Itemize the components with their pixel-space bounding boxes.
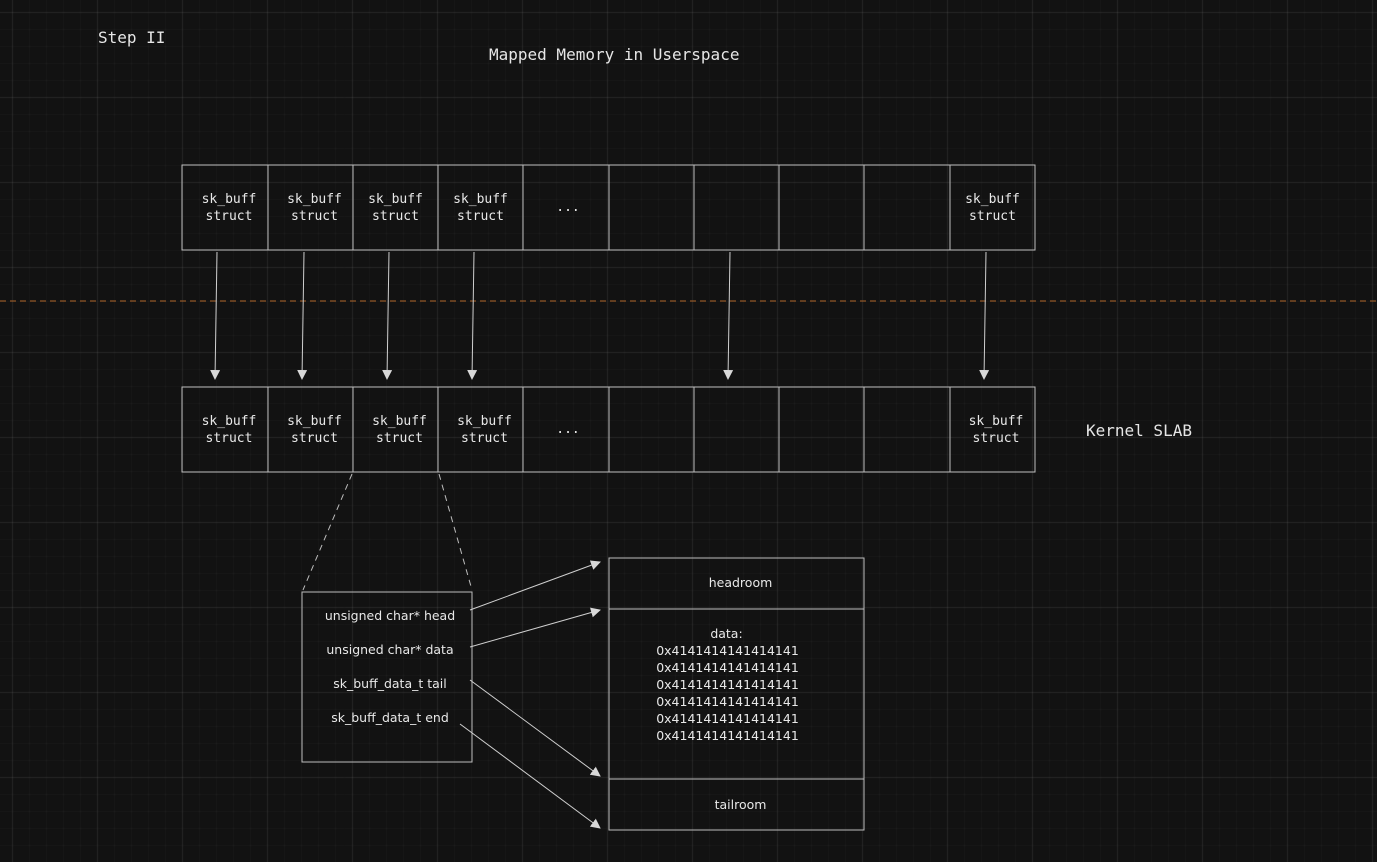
cell-text: ... <box>556 200 580 215</box>
kernel-cell-label-4: ... <box>523 387 613 472</box>
data-label: data: <box>710 626 743 641</box>
data-value: 0x4141414141414141 <box>656 660 799 675</box>
userspace-cell-label-3: sk_buff struct <box>438 165 523 250</box>
tailroom-label: tailroom <box>714 797 767 812</box>
userspace-cell-label-4: ... <box>523 165 613 250</box>
userspace-row <box>181 164 1036 251</box>
kernel-cell-label-7 <box>779 387 864 472</box>
userspace-cell-label-6 <box>694 165 779 250</box>
cell-text: sk_buff struct <box>287 413 342 446</box>
tail-pointer-arrow <box>469 679 601 777</box>
mapping-arrow <box>723 251 734 380</box>
head-pointer-arrow <box>469 560 601 611</box>
kernel-cell-label-5 <box>609 387 694 472</box>
data-value: 0x4141414141414141 <box>656 694 799 709</box>
kernel-cell-label-9: sk_buff struct <box>950 387 1042 472</box>
cell-text: sk_buff struct <box>372 413 427 446</box>
cell-text: sk_buff struct <box>965 191 1020 224</box>
kernel-cell-label-3: sk_buff struct <box>438 387 531 472</box>
userspace-cell-label-8 <box>864 165 950 250</box>
zoom-line-left <box>302 473 353 591</box>
cell-text: sk_buff struct <box>457 413 512 446</box>
mapping-arrow <box>210 251 221 380</box>
userspace-cell <box>949 164 1036 251</box>
mapping-arrow <box>467 251 478 380</box>
data-value: 0x4141414141414141 <box>656 643 799 658</box>
cell-text: sk_buff struct <box>368 191 423 224</box>
mapping-arrow <box>979 251 990 380</box>
cell-text: sk_buff struct <box>453 191 508 224</box>
cell-text: sk_buff struct <box>201 191 257 224</box>
cell-text: sk_buff struct <box>287 191 342 224</box>
kernel-cell-label-6 <box>694 387 779 472</box>
kernel-cell-label-1: sk_buff struct <box>268 387 361 472</box>
memory-block-outline <box>608 557 865 831</box>
kernel-cell-label-8 <box>864 387 950 472</box>
data-pointer-arrow <box>469 607 601 648</box>
userspace-cell-label-9: sk_buff struct <box>950 165 1035 250</box>
zoom-lines <box>302 473 473 591</box>
kernel-cell-label-0: sk_buff struct <box>182 387 276 472</box>
kernel-cell-label-2: sk_buff struct <box>353 387 446 472</box>
data-value: 0x4141414141414141 <box>656 677 799 692</box>
userspace-cell-label-2: sk_buff struct <box>353 165 438 250</box>
userspace-cell-label-0: sk_buff struct <box>182 165 276 250</box>
memory-block <box>608 557 865 831</box>
mapping-arrow <box>297 251 308 380</box>
data-values: 0x4141414141414141 0x4141414141414141 0x… <box>600 642 855 744</box>
zoom-line-right <box>438 473 473 591</box>
kernel-slab-label: Kernel SLAB <box>1086 421 1192 440</box>
cell-text: sk_buff struct <box>201 413 257 446</box>
struct-field-head: unsigned char* head <box>324 608 456 623</box>
userspace-cell-label-5 <box>609 165 694 250</box>
cell-text: sk_buff struct <box>968 413 1024 446</box>
struct-field-data: unsigned char* data <box>326 642 454 657</box>
userspace-cell-label-7 <box>779 165 864 250</box>
end-pointer-arrow <box>459 723 601 829</box>
kernel-row <box>181 386 1036 473</box>
kernel-cell <box>949 386 1036 473</box>
data-value: 0x4141414141414141 <box>656 711 799 726</box>
headroom-label: headroom <box>708 575 773 590</box>
struct-detail-box <box>301 591 473 763</box>
step-label: Step II <box>98 28 166 47</box>
mapping-arrows <box>210 251 990 380</box>
struct-field-end: sk_buff_data_t end <box>331 710 449 725</box>
pointer-arrows <box>459 560 601 829</box>
cell-text: ... <box>556 422 580 437</box>
userspace-cell-label-1: sk_buff struct <box>268 165 361 250</box>
struct-field-tail: sk_buff_data_t tail <box>333 676 447 691</box>
data-value: 0x4141414141414141 <box>656 728 799 743</box>
diagram-title: Mapped Memory in Userspace <box>489 45 740 64</box>
mapping-arrow <box>382 251 393 380</box>
